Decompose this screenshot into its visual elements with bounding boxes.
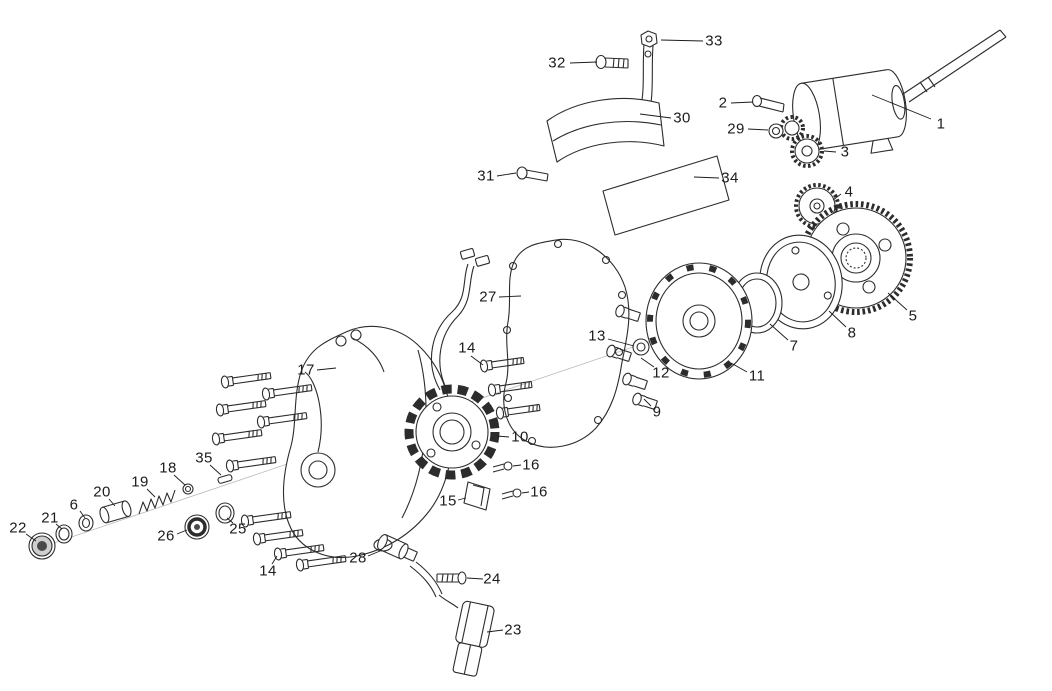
washer-18 (182, 483, 194, 495)
stator-10 (404, 248, 500, 480)
spring-19 (138, 489, 176, 515)
connector-23 (452, 600, 495, 677)
bolt-9 (632, 392, 658, 410)
socket-bolt-c (622, 372, 648, 390)
bolt-14-right-2 (487, 380, 533, 397)
nut-33 (640, 30, 658, 48)
washer-29 (768, 123, 784, 139)
bolt-31 (516, 166, 549, 182)
wire-clamp-15 (463, 481, 491, 511)
bolt-14-bottom-1 (240, 511, 292, 528)
washer-13 (632, 338, 650, 356)
bolt-32 (595, 54, 629, 70)
bolt-24 (436, 571, 467, 585)
cap-26 (184, 514, 210, 540)
oring-21 (55, 524, 73, 544)
gasket-27 (502, 238, 630, 448)
screw-16-a (492, 461, 513, 473)
bolt-14-left-5 (211, 429, 263, 446)
pin-35 (217, 474, 233, 484)
bolt-14-bottom-2 (252, 529, 304, 546)
bolt-14-right-3 (495, 403, 541, 420)
wire-terminal-b (474, 255, 491, 267)
motor-mount-lug (870, 138, 894, 154)
bolt-14-left-2 (261, 384, 313, 401)
bolt-12 (606, 344, 632, 362)
bolt-14-bottom-4 (295, 555, 347, 572)
plug-22 (28, 532, 56, 560)
bolt-14-right-1 (479, 356, 525, 373)
bolt-14-left-1 (220, 372, 272, 389)
flywheel-rotor-11 (645, 262, 753, 380)
motor-shaft (902, 29, 1007, 103)
bolt-14-left-3 (215, 400, 267, 417)
wire-terminal-a (459, 248, 476, 260)
heat-guard-30 (546, 98, 665, 163)
shield-plate-34 (602, 155, 730, 236)
bolt-14-left-4 (256, 412, 308, 429)
washer-6 (78, 514, 94, 532)
oring-25 (215, 502, 235, 524)
bolt-14-left-6 (225, 456, 277, 473)
screw-16-b (501, 488, 522, 500)
pin-20 (99, 500, 132, 524)
bolt-2 (751, 94, 785, 113)
gear-4 (794, 183, 840, 229)
stator-wires (431, 263, 475, 393)
socket-bolt-a (615, 304, 641, 322)
sensor-cable (409, 561, 459, 609)
pickup-sensor-28 (377, 534, 459, 609)
motor-pinion (779, 115, 805, 141)
gear-3 (790, 134, 824, 168)
